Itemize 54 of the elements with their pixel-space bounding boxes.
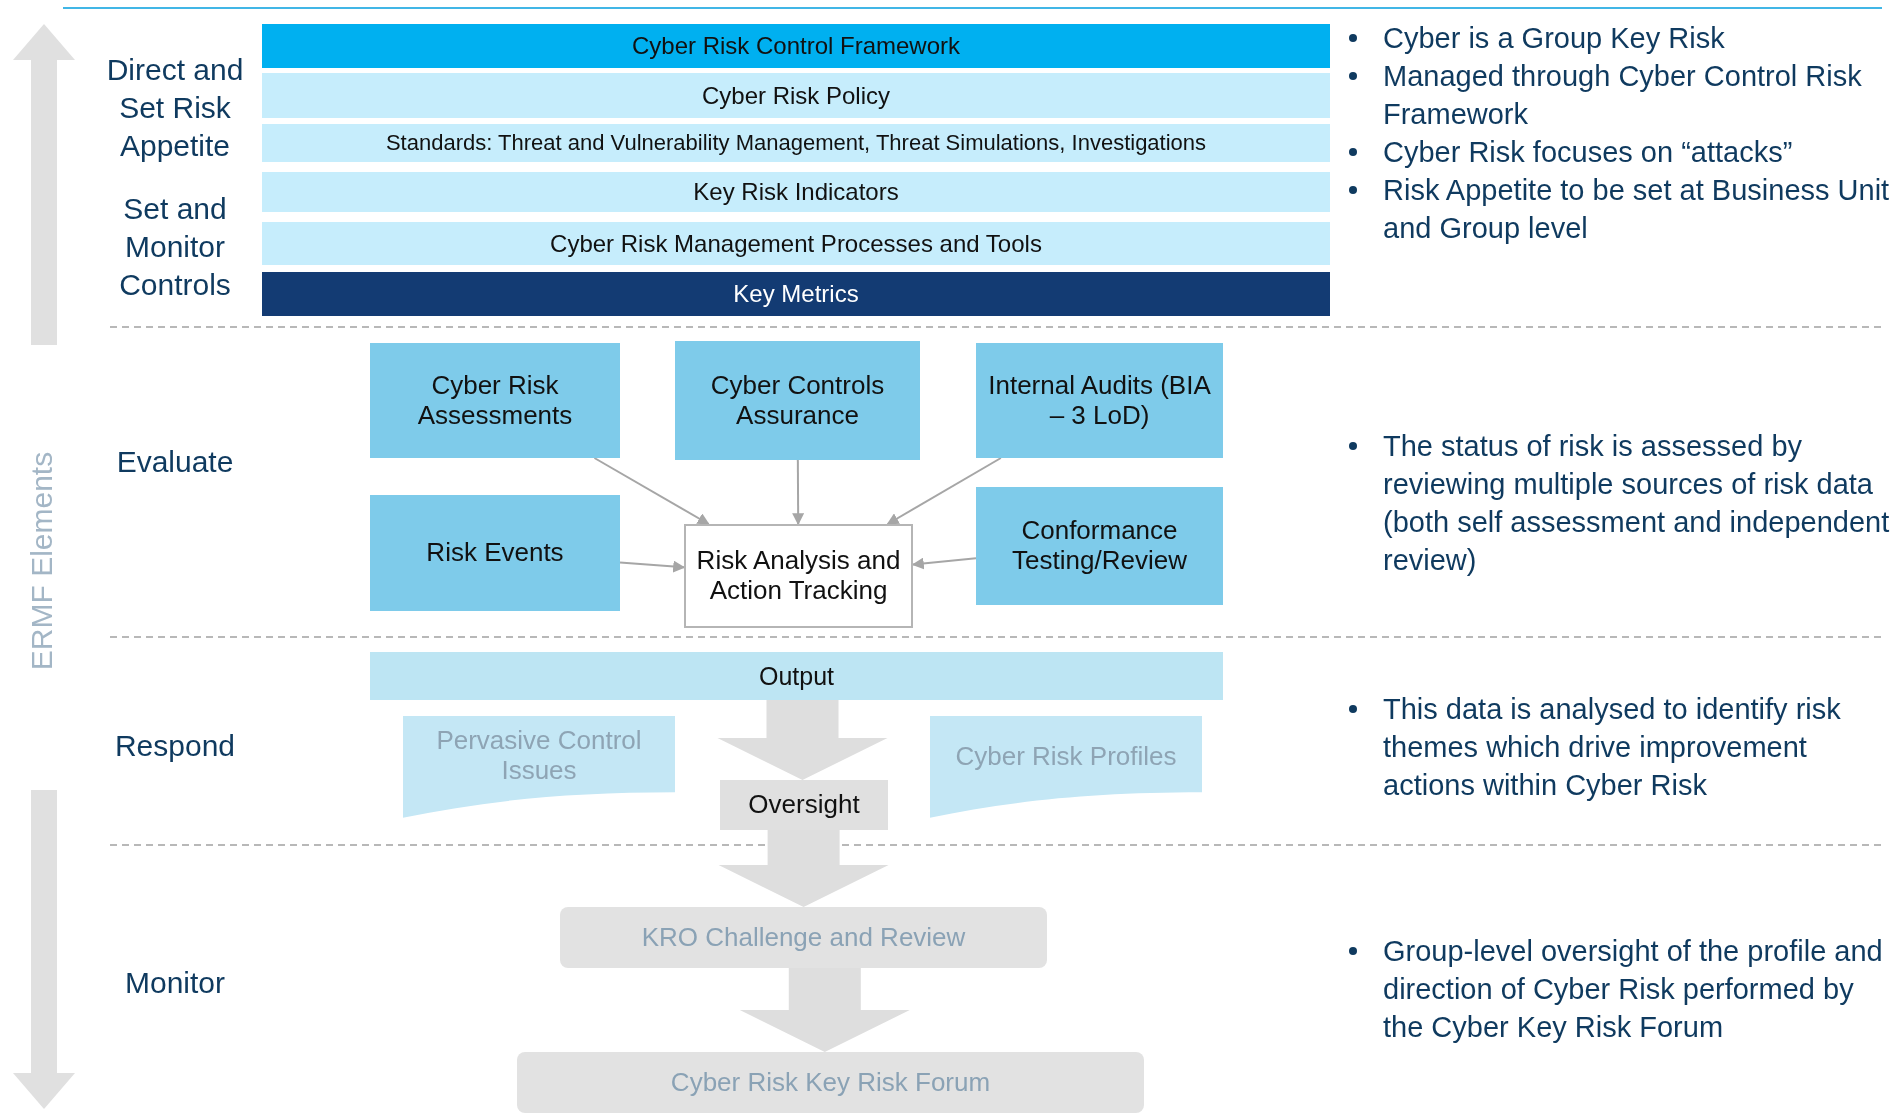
box-label: Cyber Risk Control Framework [630, 32, 962, 60]
output-bar [370, 652, 1223, 700]
box-label: Key Metrics [732, 280, 860, 308]
arrow [792, 459, 805, 526]
bullet-text: Managed through Cyber Control Risk Framework [1383, 59, 1863, 132]
source-box [976, 343, 1223, 458]
arrow [593, 457, 710, 525]
box-label: Risk Analysis and Action Tracking [695, 546, 902, 606]
box-label: Output [757, 661, 836, 691]
process-bar [262, 222, 1330, 265]
policy-bar [262, 73, 1330, 118]
box-label: Conformance Testing/Review [1011, 516, 1188, 576]
stage-label: Respond [113, 728, 237, 764]
metrics-bar [262, 272, 1330, 316]
bullet-text: The status of risk is assessed by reviewing multiple sources of risk data (both self assessment and independent review) [1383, 429, 1890, 578]
block-arrow [718, 830, 889, 907]
box-label: Pervasive Control Issues [435, 726, 643, 786]
source-box [370, 495, 620, 611]
bullet-text: This data is analysed to identify risk themes which drive improvement actions within Cyber Risk [1383, 692, 1842, 803]
review-box [560, 907, 1047, 968]
source-box [976, 487, 1223, 605]
box-label: Cyber Risk Policy [700, 81, 891, 110]
arrow [886, 457, 1002, 525]
box-label: Standards: Threat and Vulnerability Management, Threat Simulations, Investigations [384, 130, 1208, 156]
stage-label: Evaluate [115, 444, 235, 480]
oversight-box [720, 780, 888, 830]
indicator-bar [262, 172, 1330, 212]
box-label: Cyber Risk Assessments [416, 370, 574, 431]
box-label: Cyber Risk Profiles [954, 742, 1178, 772]
axis-label: ERMF Elements [25, 451, 59, 671]
box-label: KRO Challenge and Review [640, 922, 967, 953]
box-label: Internal Audits (BIA – 3 LoD) [987, 370, 1212, 431]
bullet-text: Cyber is a Group Key Risk [1383, 21, 1725, 56]
bullet-text: Group-level oversight of the profile and direction of Cyber Risk performed by the Cyber Key Risk Forum [1383, 934, 1884, 1045]
box-label: Oversight [747, 790, 861, 820]
stage-label: Direct and Set Risk Appetite [105, 52, 245, 164]
analysis-box [684, 524, 913, 628]
bullet-text: Cyber Risk focuses on “attacks” [1383, 135, 1793, 170]
box-label: Cyber Controls Assurance [709, 370, 886, 431]
box-label: Risk Events [425, 538, 565, 568]
stage-label: Set and Monitor Controls [118, 191, 232, 303]
source-box [370, 343, 620, 458]
block-arrow [739, 968, 910, 1052]
standards-bar [262, 124, 1330, 162]
framework-bar [262, 24, 1330, 68]
box-label: Cyber Risk Key Risk Forum [669, 1067, 992, 1098]
block-arrow [717, 700, 888, 780]
box-label: Key Risk Indicators [692, 178, 900, 206]
stage-label: Monitor [123, 965, 226, 1001]
arrow [619, 560, 686, 573]
box-label: Cyber Risk Management Processes and Tools [549, 229, 1043, 258]
bullet-text: Risk Appetite to be set at Business Unit and Group level [1383, 173, 1890, 246]
forum-box [517, 1052, 1144, 1113]
source-box [675, 341, 920, 460]
